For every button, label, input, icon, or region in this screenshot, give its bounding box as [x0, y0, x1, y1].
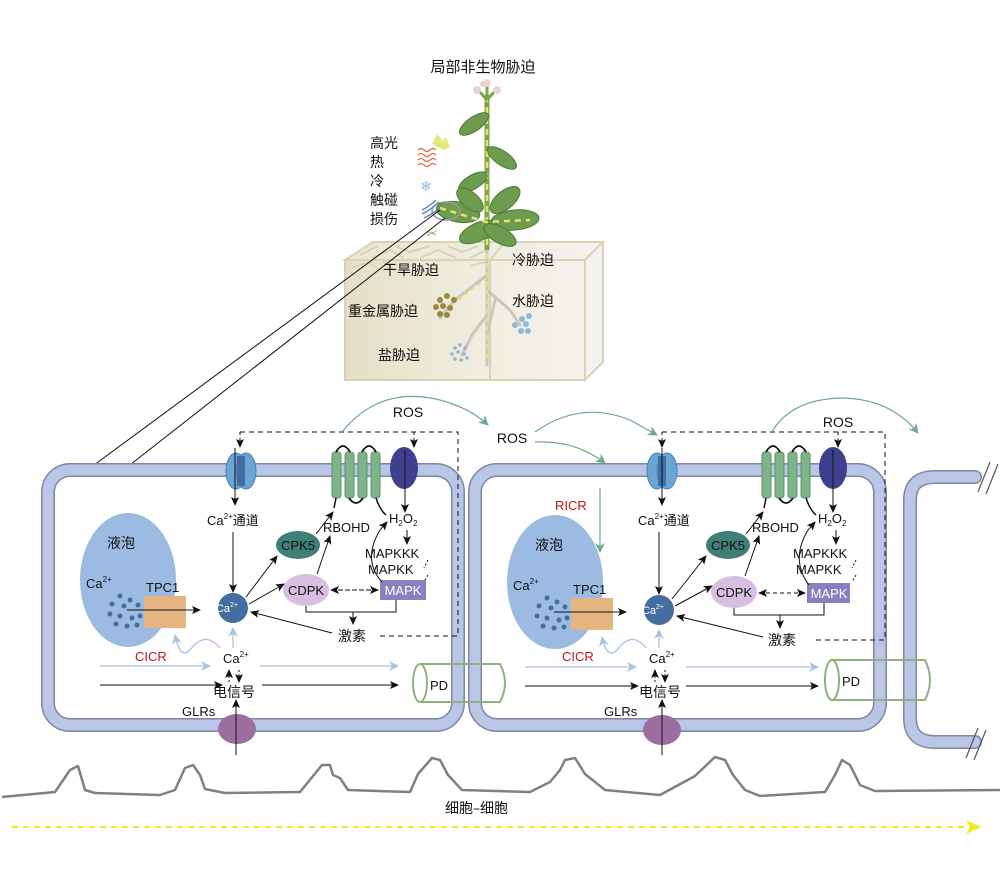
- magnified-leaf-marker: [431, 201, 461, 221]
- cell2-mapkk-label: MAPKK: [796, 562, 842, 577]
- high-light-icon: [432, 134, 450, 150]
- cell1-hormone-label: 激素: [338, 628, 366, 645]
- cold-snowflake-icon: ❄: [420, 178, 432, 194]
- water-droplets-icon: [512, 313, 532, 334]
- cell1-tpc1-box: [144, 596, 186, 628]
- cell1-vacuole-ca-dots: [107, 593, 143, 629]
- cell1-cdpk-node: [283, 574, 329, 606]
- cell1-cytosol-ca-label: Ca2+: [216, 602, 238, 615]
- soil-box: [341, 239, 606, 383]
- cell2-cpk5-node: [706, 531, 750, 559]
- cell1-vacuole-ca-label: Ca2+: [86, 575, 112, 591]
- cell2-cicr-label: CICR: [562, 649, 594, 664]
- cell2-ca-signal-label: Ca2+: [649, 650, 675, 666]
- cell1-cicr-label: CICR: [135, 649, 167, 664]
- cell1-electric-signal-label: 电信号: [213, 685, 255, 701]
- label-water-stress: 水胁迫: [512, 294, 554, 310]
- cell1-mapk-box: [380, 580, 426, 600]
- cell2-cdpk-node: [711, 576, 757, 608]
- cell2-cpk5-label: CPK5: [711, 538, 745, 553]
- cell2-glrs-label: GLRs: [604, 704, 638, 719]
- cell1-mapkk-label: MAPKK: [368, 562, 414, 577]
- cell1-mapkkk-label: MAPKKK: [365, 546, 420, 561]
- cell2-mapk-label: MAPK: [811, 586, 848, 601]
- label-salt-stress: 盐胁迫: [378, 348, 420, 364]
- cell1-vacuole-label: 液泡: [107, 536, 135, 552]
- cell1-rbohd-icon: [331, 445, 387, 516]
- cell1-rbohd-label: RBOHD: [323, 520, 370, 535]
- cell1-cpk5-label: CPK5: [281, 538, 315, 553]
- cell2-pd-label: PD: [842, 674, 860, 689]
- cell1-cpk5-node: [276, 531, 320, 559]
- zoom-line-right: [125, 217, 446, 469]
- cell2-mapkkk-label: MAPKKK: [793, 546, 848, 561]
- cell2-vacuole-label: 液泡: [535, 538, 563, 554]
- cell1-pd-label: PD: [430, 678, 448, 693]
- cell1-ros-transporter-icon: [390, 447, 418, 489]
- cell1-mapk-label: MAPK: [385, 583, 422, 598]
- cell2-ricr-label: RICR: [555, 498, 587, 513]
- cell2-cdpk-label: CDPK: [716, 585, 752, 600]
- propagation-label: 细胞–细胞: [445, 801, 508, 817]
- cell2-mapk-box: [807, 583, 850, 603]
- cell2-electric-signal-label: 电信号: [639, 685, 681, 701]
- label-wounding: 损伤: [370, 212, 398, 228]
- cell2-h2o2-label: H2O2: [818, 511, 847, 528]
- touch-icon: [421, 199, 441, 219]
- cell1-ca-signal-label: Ca2+: [223, 650, 249, 666]
- label-cold: 冷: [370, 174, 384, 190]
- plant-shoot: [431, 79, 540, 250]
- cell-2: ROS ROS RICR Ca2+通道: [497, 397, 931, 755]
- label-high-light: 高光: [370, 135, 398, 152]
- label-drought-stress: 干旱胁迫: [383, 263, 439, 279]
- title-local-abiotic-stress: 局部非生物胁迫: [430, 58, 535, 76]
- cell1-glrs-label: GLRs: [182, 704, 216, 719]
- heavy-metal-particles-icon: [433, 293, 457, 318]
- cell2-cytosol-ca-label: Ca2+: [642, 604, 664, 617]
- cell2-plasmodesma-icon: [824, 659, 931, 701]
- cell2-ca-channel-label: Ca2+通道: [638, 512, 690, 529]
- heat-waves-icon: [417, 147, 437, 168]
- cell-1: ROS Ca2+通道 RBOHD H2O2 MAPKKK MAPKK: [80, 395, 506, 755]
- electrical-signal-waveform: [1, 755, 1000, 799]
- cell1-ca-channel-icon: [225, 452, 257, 490]
- cell2-tpc1-label: TPC1: [573, 582, 606, 597]
- cell2-rbohd-icon: [761, 445, 817, 516]
- cell2-vacuole-ca-label: Ca2+: [513, 577, 539, 593]
- cell1-h2o2-label: H2O2: [389, 511, 418, 528]
- cell2-vacuole-ca-dots: [534, 595, 570, 631]
- cell1-cytosol-ca-node: [218, 593, 248, 623]
- label-cold-stress-soil: 冷胁迫: [512, 253, 554, 269]
- label-heavy-metal-stress: 重金属胁迫: [348, 304, 418, 320]
- label-touch: 触碰: [370, 193, 398, 209]
- cell2-rbohd-label: RBOHD: [752, 520, 799, 535]
- label-heat: 热: [370, 155, 384, 171]
- cell1-glr-channel-icon: [218, 714, 256, 744]
- cell2-ros-between: ROS: [497, 430, 527, 446]
- cell2-tpc1-box: [571, 598, 613, 630]
- salt-particles-icon: [450, 343, 469, 362]
- cell1-tpc1-label: TPC1: [146, 580, 179, 595]
- zoom-line-left: [89, 209, 441, 469]
- cell1-plasmodesma-icon: [412, 663, 506, 703]
- cell1-cdpk-label: CDPK: [288, 583, 324, 598]
- plant-illustration: 局部非生物胁迫: [89, 58, 606, 469]
- cell2-hormone-label: 激素: [768, 632, 796, 649]
- cell2-ros-top: ROS: [823, 414, 853, 430]
- aerial-stress-labels: 高光 热 冷 触碰 损伤: [370, 135, 398, 228]
- cell1-ca-channel-label: Ca2+通道: [207, 512, 259, 529]
- cell2-cytosol-ca-node: [644, 595, 674, 625]
- cell1-ros-top: ROS: [393, 404, 423, 420]
- wound-scissors-icon: ✂: [427, 226, 438, 241]
